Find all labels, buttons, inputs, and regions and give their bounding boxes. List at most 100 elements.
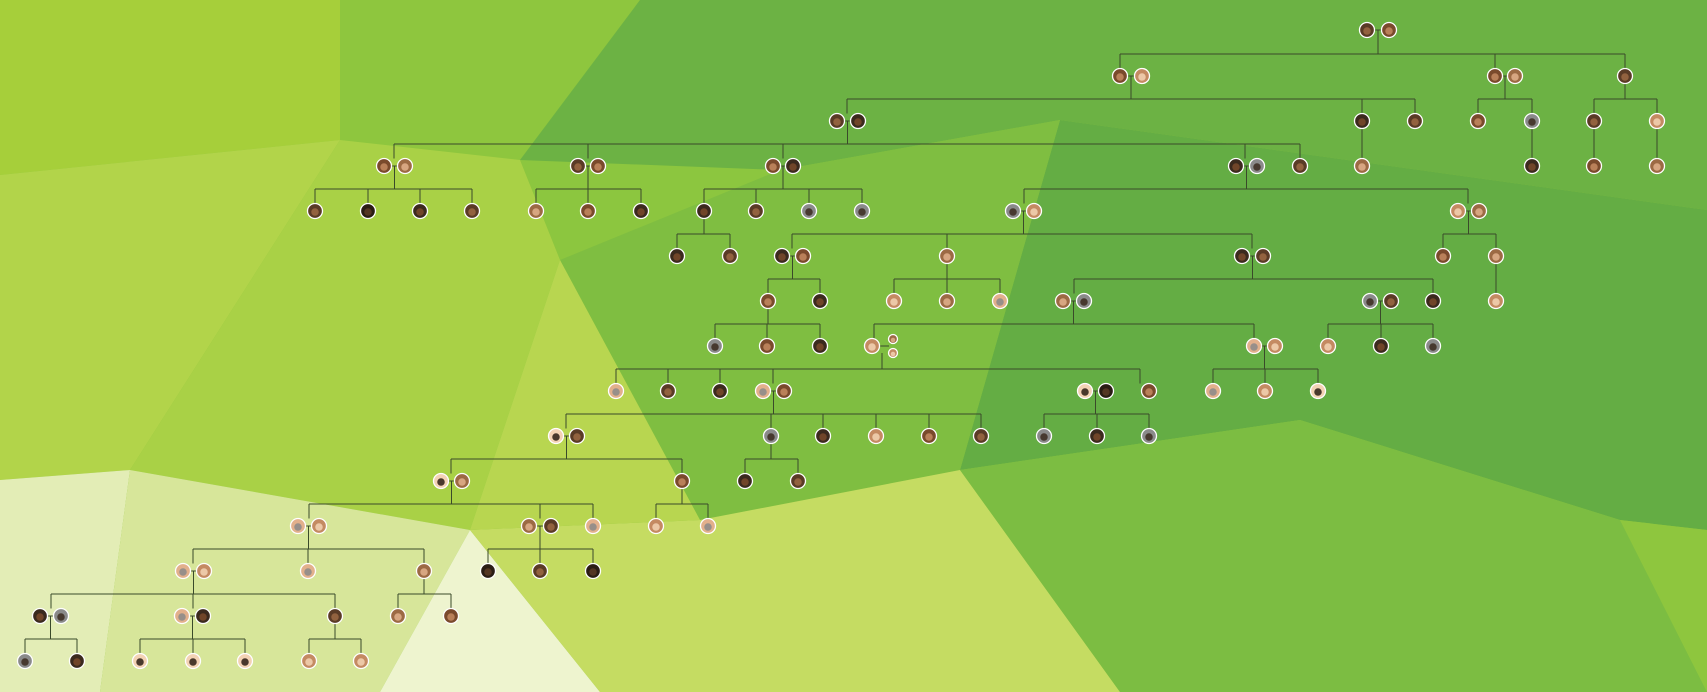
person-avatar[interactable] [1309, 382, 1327, 400]
person-avatar[interactable] [415, 562, 433, 580]
person-avatar[interactable] [800, 202, 818, 220]
person-avatar[interactable] [1487, 247, 1505, 265]
person-avatar[interactable] [1382, 292, 1400, 310]
person-avatar[interactable] [396, 157, 414, 175]
person-avatar[interactable] [811, 292, 829, 310]
person-avatar[interactable] [1266, 337, 1284, 355]
person-avatar[interactable] [1256, 382, 1274, 400]
person-avatar[interactable] [52, 607, 70, 625]
person-avatar[interactable] [236, 652, 254, 670]
person-avatar[interactable] [479, 562, 497, 580]
person-avatar[interactable] [1648, 157, 1666, 175]
person-avatar[interactable] [1140, 427, 1158, 445]
person-avatar[interactable] [1648, 112, 1666, 130]
person-avatar[interactable] [299, 562, 317, 580]
person-avatar[interactable] [759, 292, 777, 310]
person-avatar[interactable] [1088, 427, 1106, 445]
person-avatar[interactable] [173, 607, 191, 625]
person-avatar[interactable] [1523, 112, 1541, 130]
person-avatar[interactable] [547, 427, 565, 445]
person-avatar[interactable] [1470, 202, 1488, 220]
person-avatar[interactable] [1372, 337, 1390, 355]
person-avatar[interactable] [1358, 21, 1376, 39]
person-avatar[interactable] [747, 202, 765, 220]
person-avatar[interactable] [711, 382, 729, 400]
person-avatar[interactable] [432, 472, 450, 490]
person-avatar[interactable] [1248, 157, 1266, 175]
person-avatar[interactable] [668, 247, 686, 265]
person-avatar[interactable] [375, 157, 393, 175]
person-avatar[interactable] [1424, 292, 1442, 310]
person-avatar[interactable] [1254, 247, 1272, 265]
person-avatar[interactable] [1380, 21, 1398, 39]
person-avatar[interactable] [632, 202, 650, 220]
person-avatar[interactable] [1487, 292, 1505, 310]
person-avatar[interactable] [972, 427, 990, 445]
person-avatar[interactable] [1486, 67, 1504, 85]
person-avatar[interactable] [1523, 157, 1541, 175]
person-avatar[interactable] [584, 562, 602, 580]
person-avatar[interactable] [1434, 247, 1452, 265]
person-avatar[interactable] [1319, 337, 1337, 355]
person-avatar[interactable] [131, 652, 149, 670]
person-avatar[interactable] [754, 382, 772, 400]
person-avatar[interactable] [1585, 157, 1603, 175]
person-avatar[interactable] [1035, 427, 1053, 445]
person-avatar[interactable] [579, 202, 597, 220]
person-avatar[interactable] [699, 517, 717, 535]
person-avatar[interactable] [1291, 157, 1309, 175]
person-avatar[interactable] [1424, 337, 1442, 355]
person-avatar[interactable] [607, 382, 625, 400]
person-avatar[interactable] [184, 652, 202, 670]
person-avatar[interactable] [1204, 382, 1222, 400]
person-avatar[interactable] [814, 427, 832, 445]
person-avatar[interactable] [1469, 112, 1487, 130]
person-avatar[interactable] [289, 517, 307, 535]
person-avatar[interactable] [1054, 292, 1072, 310]
person-avatar[interactable] [849, 112, 867, 130]
person-avatar[interactable] [531, 562, 549, 580]
person-avatar[interactable] [991, 292, 1009, 310]
person-avatar[interactable] [762, 427, 780, 445]
person-avatar[interactable] [195, 562, 213, 580]
person-avatar[interactable] [306, 202, 324, 220]
person-avatar[interactable] [520, 517, 538, 535]
person-avatar[interactable] [352, 652, 370, 670]
person-avatar[interactable] [527, 202, 545, 220]
person-avatar[interactable] [853, 202, 871, 220]
person-avatar[interactable] [326, 607, 344, 625]
person-avatar[interactable] [867, 427, 885, 445]
person-avatar[interactable] [773, 247, 791, 265]
person-avatar[interactable] [1004, 202, 1022, 220]
person-avatar[interactable] [463, 202, 481, 220]
person-avatar[interactable] [887, 333, 899, 345]
person-avatar[interactable] [758, 337, 776, 355]
person-avatar[interactable] [1406, 112, 1424, 130]
person-avatar[interactable] [453, 472, 471, 490]
person-avatar[interactable] [695, 202, 713, 220]
person-avatar[interactable] [775, 382, 793, 400]
person-avatar[interactable] [736, 472, 754, 490]
person-avatar[interactable] [1097, 382, 1115, 400]
person-avatar[interactable] [589, 157, 607, 175]
person-avatar[interactable] [828, 112, 846, 130]
person-avatar[interactable] [1025, 202, 1043, 220]
person-avatar[interactable] [659, 382, 677, 400]
person-avatar[interactable] [300, 652, 318, 670]
person-avatar[interactable] [1111, 67, 1129, 85]
person-avatar[interactable] [920, 427, 938, 445]
person-avatar[interactable] [673, 472, 691, 490]
person-avatar[interactable] [194, 607, 212, 625]
person-avatar[interactable] [647, 517, 665, 535]
person-avatar[interactable] [1353, 157, 1371, 175]
person-avatar[interactable] [1449, 202, 1467, 220]
person-avatar[interactable] [1616, 67, 1634, 85]
person-avatar[interactable] [1506, 67, 1524, 85]
person-avatar[interactable] [784, 157, 802, 175]
person-avatar[interactable] [31, 607, 49, 625]
person-avatar[interactable] [584, 517, 602, 535]
person-avatar[interactable] [442, 607, 460, 625]
person-avatar[interactable] [1361, 292, 1379, 310]
person-avatar[interactable] [389, 607, 407, 625]
person-avatar[interactable] [16, 652, 34, 670]
